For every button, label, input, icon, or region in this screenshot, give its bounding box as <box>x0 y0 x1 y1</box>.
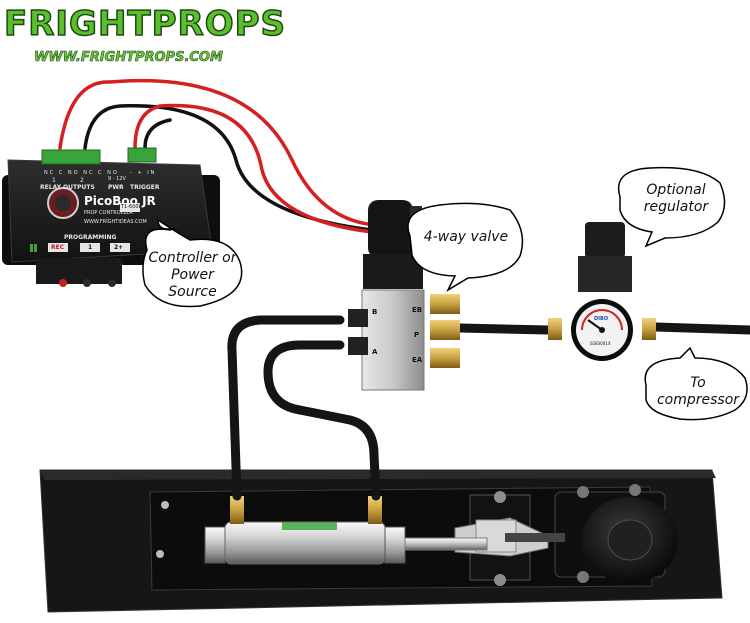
trigger-terminal-labels: - + IN <box>130 170 157 176</box>
gauge-serial-label: 0283001X <box>590 341 611 346</box>
programming-label: PROGRAMMING <box>64 234 117 241</box>
relay-number-1: 1 <box>52 177 56 184</box>
valve-port-p: P <box>414 331 420 339</box>
fright-props-logo: FRIGHTPROPS <box>3 3 287 45</box>
relay-number-2: 2 <box>80 177 84 184</box>
rec-button-label: REC <box>51 244 65 251</box>
valve-port-b: B <box>372 308 378 316</box>
valve-port-a: A <box>372 348 378 356</box>
button-1-label: 1 <box>88 244 93 251</box>
button-2-label: 2+ <box>114 244 124 251</box>
air-regulator <box>548 222 656 361</box>
controller-callout-text: Controller or Power Source <box>148 249 237 300</box>
controller-terminal-labels: NC C NO NC C NO <box>44 170 119 176</box>
regulator-callout-bubble <box>617 166 726 248</box>
valve-callout-bubble <box>407 202 524 292</box>
controller-subtitle: PROP CONTROLLER <box>84 210 133 216</box>
controller-wires <box>58 78 377 234</box>
valve-callout-text: 4-way valve <box>423 228 509 245</box>
air-cylinder <box>204 496 488 565</box>
compressor-callout-text: To compressor <box>656 375 740 408</box>
controller-product-name: PicoBoo JR <box>84 194 156 208</box>
fright-props-url: WWW.FRIGHTPROPS.COM <box>34 50 224 66</box>
pwr-label: PWR <box>108 184 124 191</box>
controller-model-badge: T1-600b <box>121 204 142 210</box>
callout-bubbles <box>142 166 748 421</box>
relay-outputs-label: RELAY OUTPUTS <box>40 184 95 191</box>
caster-wheel <box>554 484 678 583</box>
trigger-label: TRIGGER <box>130 184 160 191</box>
valve-port-eb: EB <box>412 306 423 314</box>
controller-callout-bubble <box>142 218 243 308</box>
pwr-voltage-label: 9 - 12V <box>108 176 126 182</box>
compressor-callout-bubble <box>644 346 748 421</box>
four-way-valve <box>348 200 460 391</box>
regulator-callout-text: Optional regulator <box>643 182 709 215</box>
controller-website: WWW.FRIGHTIDEAS.COM <box>84 219 147 225</box>
valve-port-ea: EA <box>412 356 423 364</box>
gauge-brand-label: DIBO <box>594 316 609 322</box>
air-tubing <box>227 315 750 501</box>
